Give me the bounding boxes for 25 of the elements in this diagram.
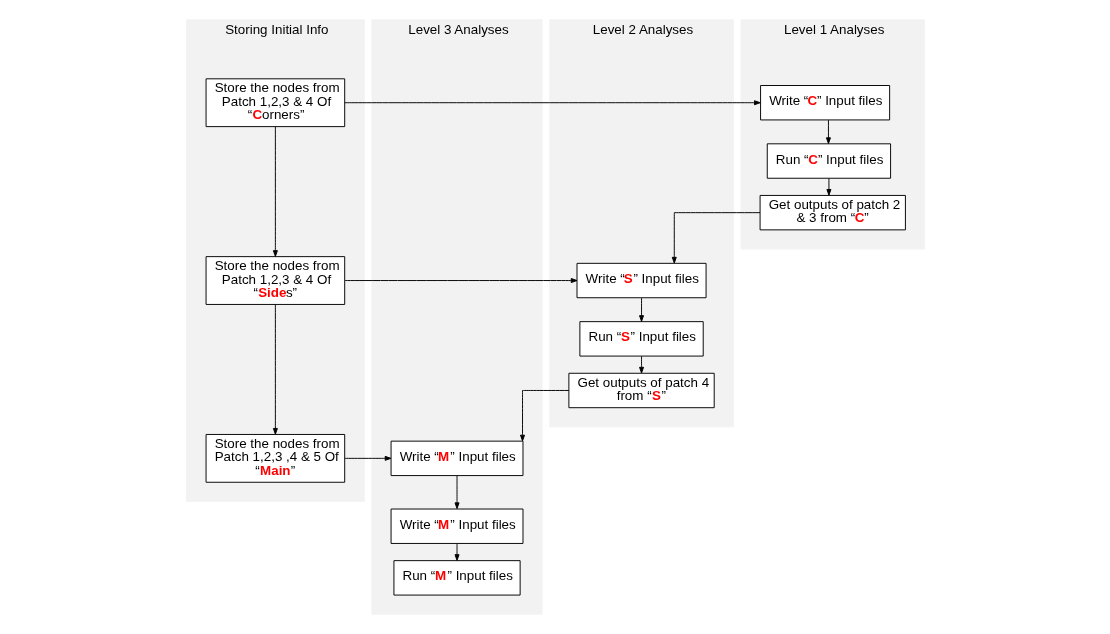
node-box: Run “C” Input files — [766, 143, 891, 179]
arrow — [671, 212, 760, 264]
arrow — [825, 178, 831, 196]
node-box: Write “M” Input files — [390, 508, 523, 544]
node-box: Get outputs of patch 2 & 3 from “C” — [759, 194, 906, 231]
node-box: Store the nodes from Patch 1,2,3 & 4 Of “Sides” — [205, 256, 345, 305]
arrow — [519, 390, 569, 442]
arrow — [638, 297, 644, 322]
arrow — [272, 304, 278, 435]
arrow — [343, 455, 391, 461]
arrow — [343, 100, 761, 106]
node-box: Store the nodes from Patch 1,2,3 & 4 Of “Corners” — [205, 78, 345, 128]
node-box: Write “M” Input files — [390, 440, 523, 477]
node-box: Run “S” Input files — [578, 321, 704, 357]
node-box: Get outputs of patch 4 from “S” — [567, 372, 715, 409]
node-box: Store the nodes from Patch 1,2,3 ,4 & 5 Of “Main” — [205, 433, 345, 483]
arrow — [638, 355, 644, 374]
node-box: Run “M” Input files — [392, 560, 521, 596]
arrow — [454, 475, 460, 510]
node-box: Write “S” Input files — [576, 262, 707, 299]
arrow — [272, 126, 278, 257]
node-box: Write “C” Input files — [759, 85, 890, 121]
arrow — [454, 543, 460, 561]
arrow — [344, 278, 577, 284]
arrow — [825, 119, 831, 145]
